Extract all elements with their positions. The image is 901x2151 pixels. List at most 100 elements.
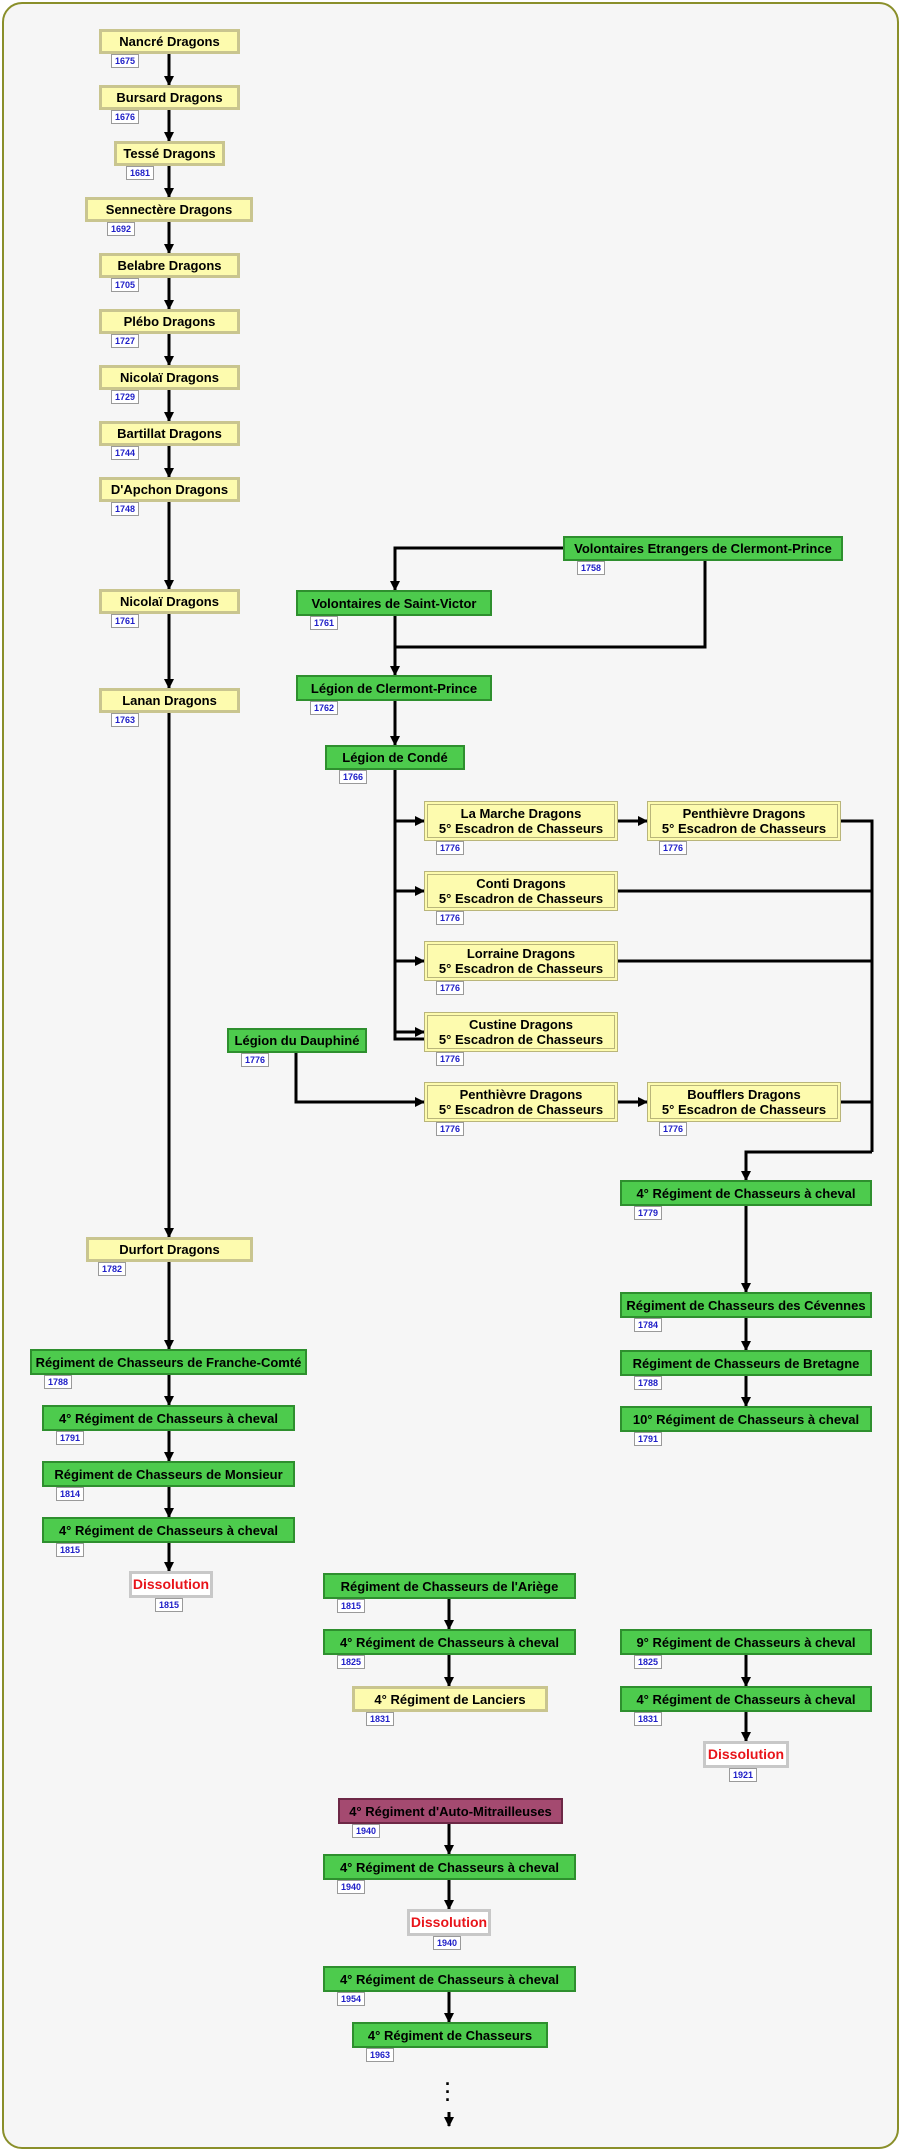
unit-label: 4° Régiment de Chasseurs à cheval [58,1522,279,1538]
year-badge: 1762 [310,701,339,715]
unit-label: Boufflers Dragons [687,1087,801,1102]
year-badge: 1776 [436,841,465,855]
unit-label: Nicolaï Dragons [120,370,219,385]
year-badge: 1963 [366,2048,395,2062]
unit-label: Conti Dragons [476,876,566,891]
unit-label: Durfort Dragons [119,1242,220,1257]
lineage-arrow [741,1150,872,1181]
lineage-arrow [294,1053,425,1107]
year-badge: 1729 [111,390,140,404]
year-badge: 1761 [310,616,339,630]
unit-label: Régiment de Chasseurs de Franche-Comté [35,1354,302,1370]
year-badge: 1776 [436,981,465,995]
unit-node: Légion de Condé [325,745,465,770]
unit-label: Dissolution [707,1746,785,1762]
unit-node: Régiment de Chasseurs de Bretagne [620,1350,872,1376]
unit-label: Sennectère Dragons [105,202,233,217]
unit-node: 4° Régiment de Chasseurs [352,2022,548,2048]
dissolution-node: Dissolution [703,1741,789,1768]
unit-label: Légion du Dauphiné [234,1033,360,1048]
unit-label: Penthièvre Dragons [459,1087,583,1102]
unit-node: Belabre Dragons [99,253,240,278]
year-badge: 1763 [111,713,140,727]
unit-node: Tessé Dragons [114,141,225,166]
year-badge: 1776 [659,841,688,855]
lineage-line [841,819,874,1152]
unit-node: Sennectère Dragons [85,197,253,222]
unit-node: Régiment de Chasseurs de Monsieur [42,1461,295,1487]
year-badge: 1815 [337,1599,366,1613]
year-badge: 1782 [98,1262,127,1276]
year-badge: 1779 [634,1206,663,1220]
year-badge: 1815 [155,1598,184,1612]
unit-label: Régiment de Chasseurs de Bretagne [632,1355,860,1371]
year-badge: 1791 [634,1432,663,1446]
lineage-line [393,770,424,1041]
unit-node: Volontaires de Saint-Victor [296,590,492,616]
year-badge: 1692 [107,222,136,236]
unit-node: Bartillat Dragons [99,421,240,446]
unit-label: Penthièvre Dragons [682,806,806,821]
unit-node: Légion du Dauphiné [227,1028,367,1053]
year-badge: 1940 [337,1880,366,1894]
year-badge: 1814 [56,1487,85,1501]
unit-node: 4° Régiment de Lanciers [352,1686,548,1712]
unit-label: 4° Régiment de Chasseurs à cheval [58,1410,279,1426]
unit-label: 10° Régiment de Chasseurs à cheval [632,1411,860,1427]
year-badge: 1761 [111,614,140,628]
unit-label: Bartillat Dragons [117,426,222,441]
year-badge: 1825 [634,1655,663,1669]
unit-node: Régiment de Chasseurs de l'Ariège [323,1573,576,1599]
unit-label: Nancré Dragons [119,34,220,49]
lineage-line [395,561,707,649]
unit-label: Légion de Condé [342,750,448,765]
unit-label: La Marche Dragons [460,806,582,821]
unit-label: Custine Dragons [468,1017,573,1032]
year-badge: 1831 [366,1712,395,1726]
unit-label: Régiment de Chasseurs de l'Ariège [340,1578,559,1594]
unit-label: Lanan Dragons [122,693,217,708]
unit-sublabel: 5° Escadron de Chasseurs [438,1032,604,1047]
unit-label: 4° Régiment de Chasseurs [367,2027,533,2043]
unit-node: Volontaires Etrangers de Clermont-Prince [563,536,843,561]
year-badge: 1825 [337,1655,366,1669]
year-badge: 1815 [56,1543,85,1557]
unit-node: 4° Régiment d'Auto-Mitrailleuses [338,1798,563,1824]
unit-sublabel: 5° Escadron de Chasseurs [661,821,827,836]
unit-sublabel: 5° Escadron de Chasseurs [661,1102,827,1117]
unit-label: 4° Régiment de Chasseurs à cheval [339,1859,560,1875]
unit-label: 4° Régiment d'Auto-Mitrailleuses [349,1803,552,1819]
year-badge: 1791 [56,1431,85,1445]
unit-node: Durfort Dragons [86,1237,253,1262]
unit-label: Plébo Dragons [123,314,216,329]
unit-node: Légion de Clermont-Prince [296,675,492,701]
year-badge: 1681 [126,166,155,180]
unit-node: Nancré Dragons [99,29,240,54]
dissolution-node: Dissolution [407,1909,491,1936]
unit-label: 4° Régiment de Chasseurs à cheval [636,1691,856,1707]
unit-node: 9° Régiment de Chasseurs à cheval [620,1629,872,1655]
unit-label: 4° Régiment de Lanciers [374,1691,526,1707]
dissolution-node: Dissolution [129,1571,213,1598]
unit-label: Dissolution [132,1576,210,1592]
year-badge: 1766 [339,770,368,784]
unit-node: Régiment de Chasseurs des Cévennes [620,1292,872,1318]
continuation-dots: ··· [445,2074,451,2110]
unit-node: Bursard Dragons [99,85,240,110]
year-badge: 1776 [436,1122,465,1136]
unit-node: Nicolaï Dragons [99,365,240,390]
year-badge: 1758 [577,561,606,575]
unit-node: 4° Régiment de Chasseurs à cheval [620,1180,872,1206]
